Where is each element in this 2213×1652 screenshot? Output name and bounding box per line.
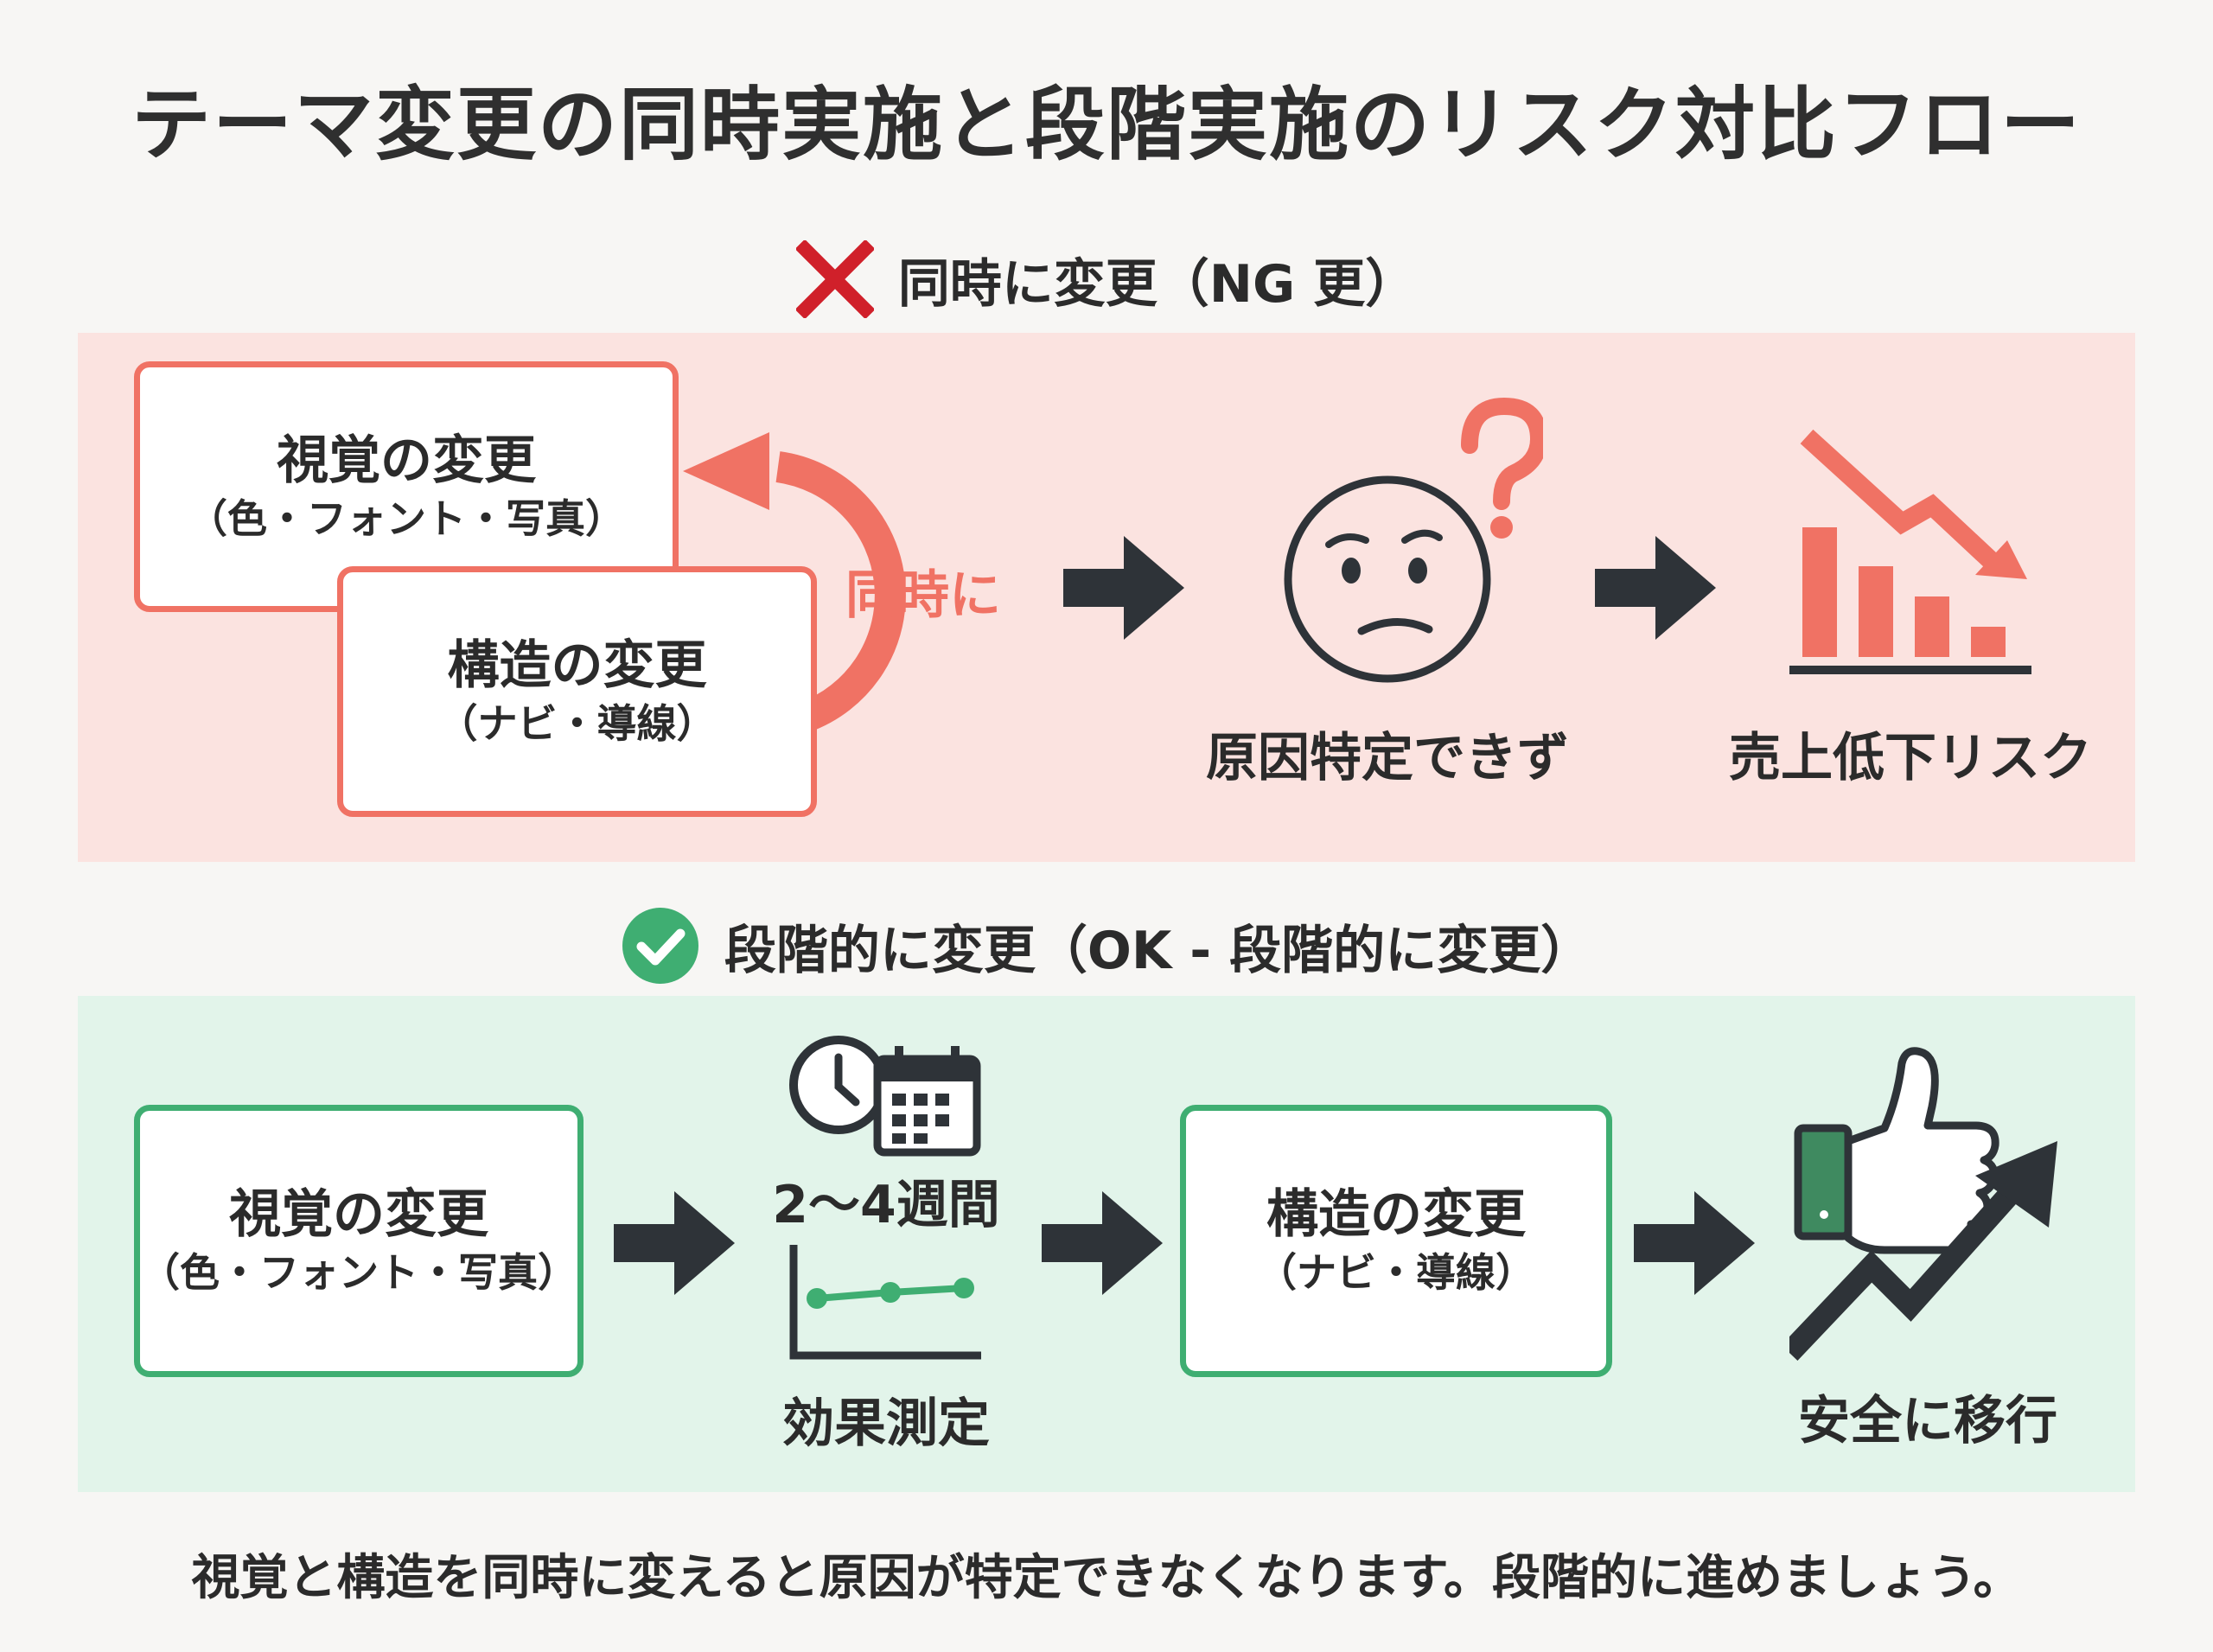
ok-structure-title: 構造の変更 <box>1266 1184 1526 1246</box>
right-arrow-icon <box>1595 536 1716 640</box>
ok-visual-change-box: 視覚の変更 （色・フォント・写真） <box>134 1105 584 1377</box>
ng-section-header: 同時に変更（NG 更） <box>0 240 2213 318</box>
page-title: テーマ変更の同時実施と段階実施のリスク対比フロー <box>131 79 2082 171</box>
rising-arrow-icon <box>1789 1141 2057 1361</box>
ok-section-header: 段階的に変更（OK - 段階的に変更） <box>0 906 2213 985</box>
ng-loop-label: 同時に <box>845 565 1001 626</box>
ok-period: 2〜4週間 <box>772 1175 1000 1235</box>
ng-structure-title: 構造の変更 <box>447 635 707 696</box>
right-arrow-icon <box>1063 536 1184 640</box>
ok-visual-title: 視覚の変更 <box>229 1184 488 1246</box>
clock-icon <box>789 1036 981 1157</box>
ng-structure-sub: （ナビ・導線） <box>437 699 717 747</box>
right-arrow-icon <box>1042 1191 1163 1295</box>
footer-note: 視覚と構造を同時に変えると原因が特定できなくなります。段階的に進めましょう。 <box>191 1550 2022 1606</box>
line-graph-icon <box>789 1245 981 1360</box>
ng-visual-title: 視覚の変更 <box>277 430 536 491</box>
ok-structure-change-box: 構造の変更 （ナビ・導線） <box>1180 1105 1612 1377</box>
confused-face-icon <box>1284 398 1543 683</box>
declining-bar-chart-icon <box>1789 429 2031 674</box>
right-arrow-icon <box>1634 1191 1755 1295</box>
thumbs-up-icon <box>1789 1047 2057 1361</box>
ok-step-safe: 安全に移行 <box>1798 1391 2057 1451</box>
check-circle-icon <box>622 908 698 984</box>
ng-visual-sub: （色・フォント・写真） <box>188 494 625 542</box>
right-arrow-icon <box>614 1191 735 1295</box>
question-mark-icon <box>1461 398 1543 539</box>
ng-header-text: 同時に変更（NG 更） <box>897 253 1418 315</box>
ok-measure: 効果測定 <box>782 1394 990 1454</box>
loop-arrow-icon <box>683 432 906 732</box>
ok-visual-sub: （色・フォント・写真） <box>140 1249 577 1297</box>
ok-header-text: 段階的に変更（OK - 段階的に変更） <box>724 920 1593 981</box>
ng-step-cause: 原因特定できず <box>1206 728 1569 788</box>
ng-structure-change-box: 構造の変更 （ナビ・導線） <box>337 566 817 817</box>
ok-structure-sub: （ナビ・導線） <box>1257 1249 1535 1297</box>
calendar-icon <box>873 1046 981 1157</box>
ng-step-risk: 売上低下リスク <box>1729 728 2092 788</box>
ng-visual-change-box: 視覚の変更 （色・フォント・写真） <box>134 361 679 612</box>
cross-icon <box>795 240 874 318</box>
